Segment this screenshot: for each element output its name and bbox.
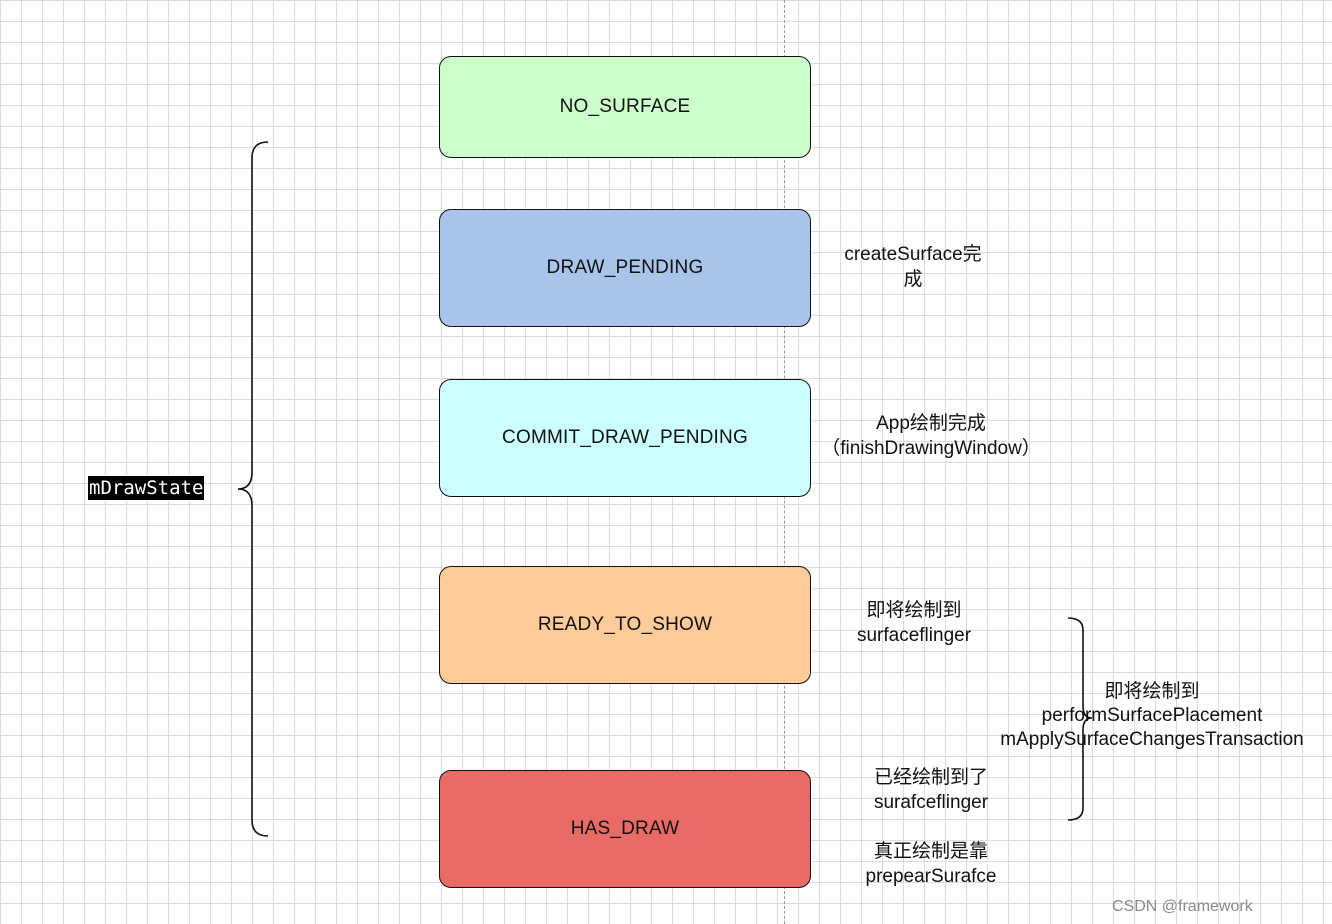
- state-label: HAS_DRAW: [570, 818, 680, 839]
- note-has-draw: 已经绘制到了 surafceflinger: [850, 765, 1012, 815]
- csdn-watermark: CSDN @framework: [1112, 898, 1253, 915]
- note-ready-to-show: 即将绘制到 surfaceflinger: [834, 598, 994, 648]
- state-no-surface[interactable]: NO_SURFACE: [439, 56, 811, 158]
- note-has-draw-extra: 真正绘制是靠 prepearSurafce: [850, 839, 1012, 889]
- note-line: 已经绘制到了: [873, 767, 988, 788]
- note-line: performSurfacePlacement: [1041, 705, 1263, 726]
- state-label: NO_SURFACE: [559, 96, 691, 117]
- note-line: App绘制完成: [876, 413, 986, 434]
- state-label: DRAW_PENDING: [546, 257, 704, 278]
- note-line: surafceflinger: [873, 792, 989, 813]
- note-line: createSurface完: [844, 244, 982, 265]
- state-label: READY_TO_SHOW: [537, 614, 713, 635]
- note-draw-pending: createSurface完 成: [834, 242, 992, 292]
- left-curly-brace: [237, 141, 269, 837]
- mdrawstate-label: mDrawState: [88, 476, 205, 500]
- state-commit-draw-pending[interactable]: COMMIT_DRAW_PENDING: [439, 379, 811, 497]
- state-ready-to-show[interactable]: READY_TO_SHOW: [439, 566, 811, 684]
- note-commit-draw-pending: App绘制完成 （finishDrawingWindow）: [816, 411, 1046, 461]
- note-line: mApplySurfaceChangesTransaction: [1000, 729, 1304, 750]
- note-line: surfaceflinger: [856, 625, 972, 646]
- note-line: 即将绘制到: [1104, 681, 1200, 702]
- note-line: prepearSurafce: [865, 866, 997, 887]
- note-line: 成: [903, 269, 923, 290]
- state-draw-pending[interactable]: DRAW_PENDING: [439, 209, 811, 327]
- state-label: COMMIT_DRAW_PENDING: [502, 427, 748, 448]
- note-right-group: 即将绘制到 performSurfacePlacement mApplySurf…: [986, 680, 1318, 752]
- right-curly-brace: [1067, 617, 1093, 821]
- note-line: 真正绘制是靠: [873, 841, 988, 862]
- note-line: 即将绘制到: [866, 600, 962, 621]
- note-line: （finishDrawingWindow）: [821, 438, 1041, 459]
- state-has-draw[interactable]: HAS_DRAW: [439, 770, 811, 888]
